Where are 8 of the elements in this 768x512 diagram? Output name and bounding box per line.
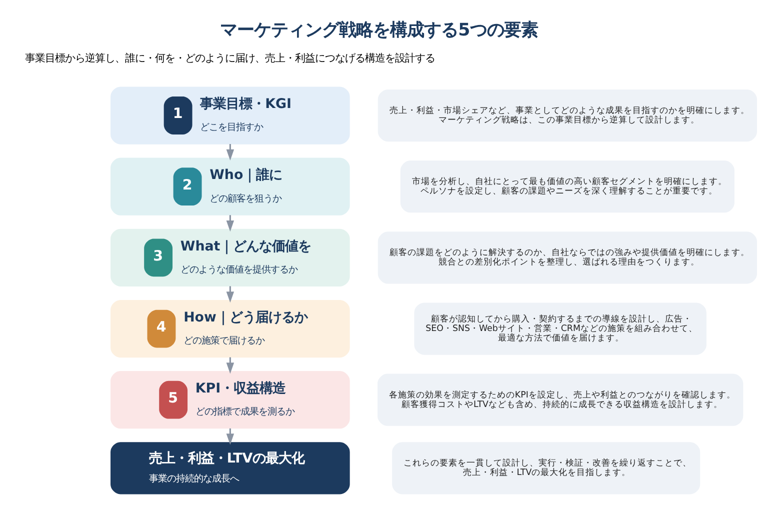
node-box: 3 What｜どんな価値を どのような価値を提供するか [110,228,350,286]
node-box: 売上・利益・LTVの最大化 事業の持続的な成長へ [110,442,350,494]
node-box: 1 事業目標・KGI どこを目指すか [110,86,350,144]
node-box: 2 Who｜誰に どの顧客を狙うか [110,157,350,215]
diagram-title: マーケティング戦略を構成する5つの要素 [220,20,538,40]
node-box: 5 KPI・収益構造 どの指標で成果を測るか [110,370,350,428]
node-box: 4 How｜どう届けるか どの施策で届けるか [110,299,350,358]
label: 事業目標から逆算し、誰に・何を・どのように届け、売上・利益につなげる構造を設計する [25,52,436,64]
